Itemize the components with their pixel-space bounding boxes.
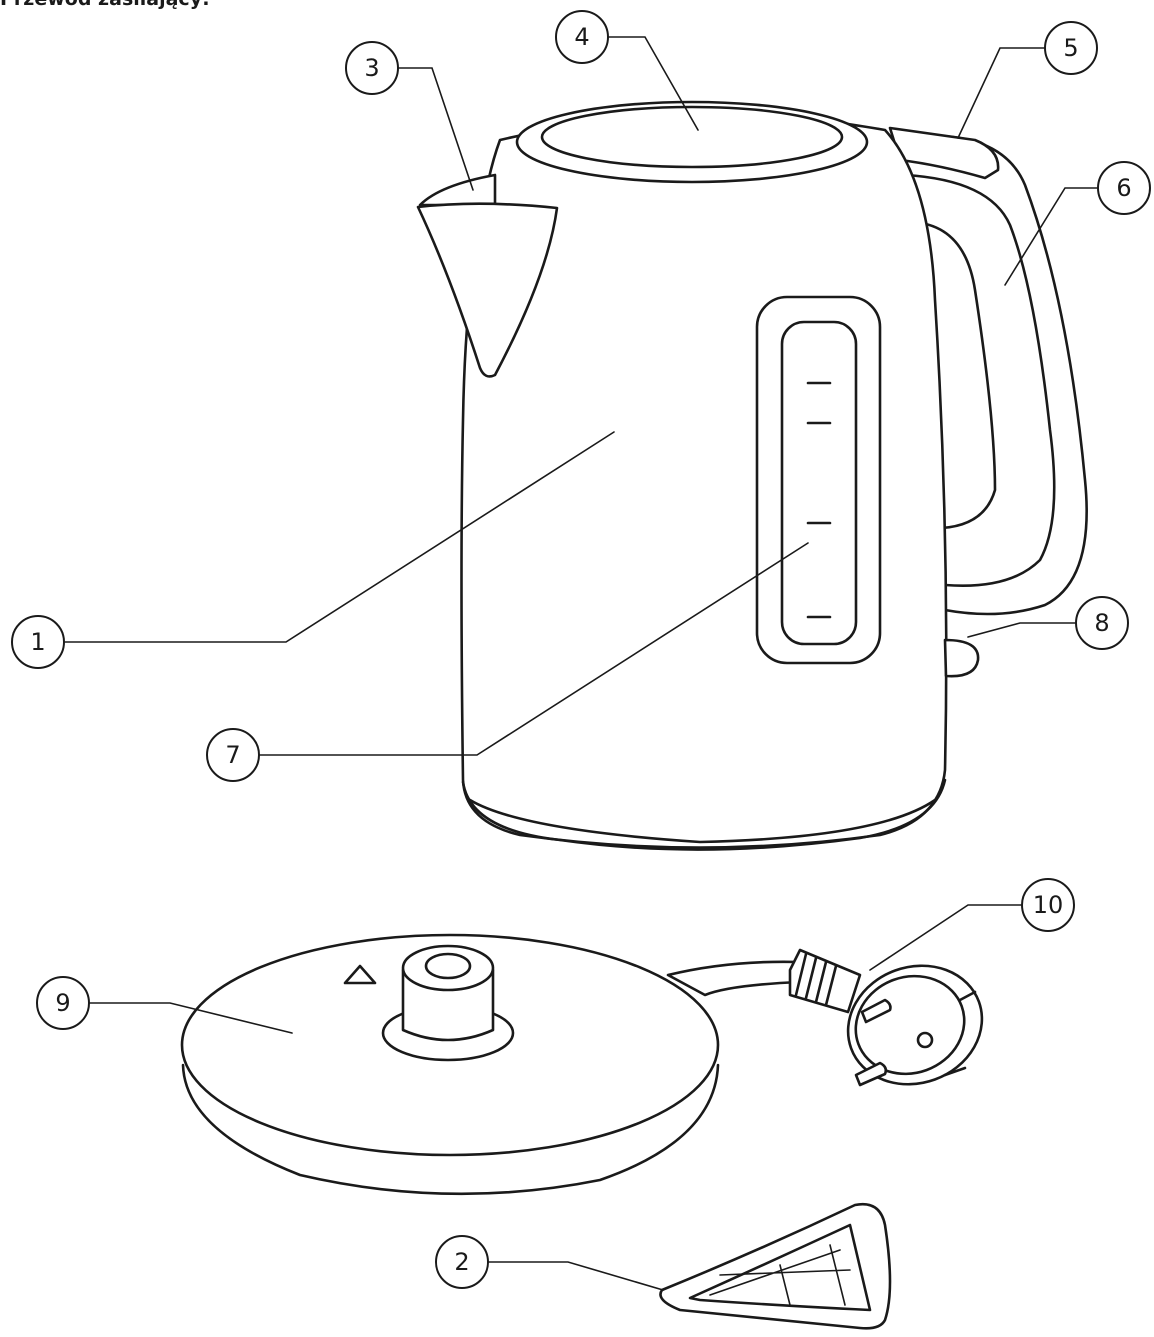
callout-1-label: 1	[30, 628, 45, 656]
lid	[515, 100, 869, 184]
power-plug	[788, 948, 984, 1087]
callout-9: 9	[36, 976, 90, 1030]
spout	[416, 173, 559, 378]
callout-4: 4	[555, 10, 609, 64]
filter	[659, 1202, 892, 1330]
leader-lines	[64, 36, 1099, 1291]
callout-4-label: 4	[574, 23, 589, 51]
callout-6: 6	[1097, 161, 1151, 215]
callout-10-label: 10	[1033, 891, 1064, 919]
callout-1: 1	[11, 615, 65, 669]
header-text: Przewód zasilający:	[0, 0, 210, 10]
callout-2: 2	[435, 1235, 489, 1289]
callout-6-label: 6	[1116, 174, 1131, 202]
callout-9-label: 9	[55, 989, 70, 1017]
kettle-body	[416, 100, 980, 851]
power-base	[180, 933, 802, 1196]
callout-10: 10	[1021, 878, 1075, 932]
callout-3-label: 3	[364, 54, 379, 82]
callout-2-label: 2	[454, 1248, 469, 1276]
callout-3: 3	[345, 41, 399, 95]
callout-5-label: 5	[1063, 34, 1078, 62]
callout-7: 7	[206, 728, 260, 782]
callout-5: 5	[1044, 21, 1098, 75]
power-switch	[943, 638, 980, 678]
callout-7-label: 7	[225, 741, 240, 769]
water-level-window	[755, 295, 882, 665]
handle	[888, 126, 1088, 616]
callout-8-label: 8	[1094, 609, 1109, 637]
callout-8: 8	[1075, 596, 1129, 650]
